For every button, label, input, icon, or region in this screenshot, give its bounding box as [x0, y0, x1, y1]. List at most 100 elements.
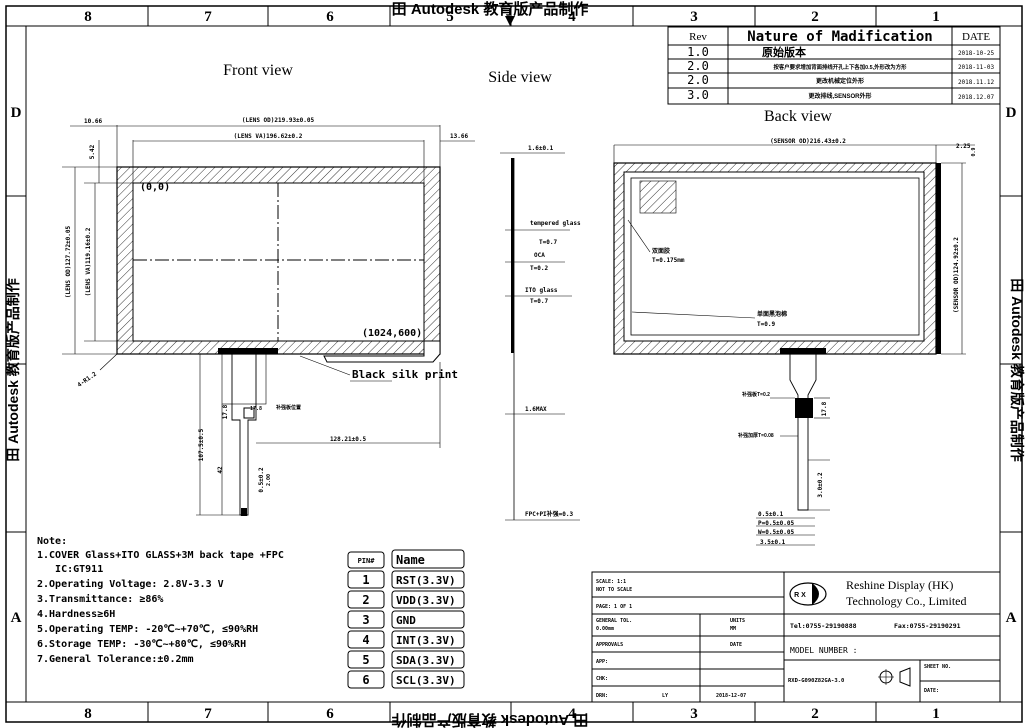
pin-number-cell [347, 590, 385, 609]
tb-units: UNITS [730, 618, 745, 624]
pin-name: RST(3.3V) [396, 574, 456, 587]
col-label: 4 [568, 706, 576, 722]
tb-chk: CHK: [596, 676, 608, 682]
col-label: 4 [568, 9, 576, 25]
side-oca-t: T=0.2 [530, 265, 548, 272]
watermark-top: 田 Autodesk 教育版产品制作 [392, 0, 589, 18]
rev-cell: 更改排线,SENSOR外形 [808, 92, 871, 100]
dim-fpc-position: 128.21±0.5 [330, 436, 367, 443]
pin-name: SCL(3.3V) [396, 674, 456, 687]
row-label: A [1006, 610, 1017, 626]
back-pitch1: P=0.5±0.05 [758, 520, 795, 527]
watermark-bottom: 田 Autodesk 教育版产品制作 [392, 711, 589, 728]
rev-cell: 2018-11-03 [958, 64, 995, 71]
side-view: 1.6±0.1 tempered glass T=0.7 OCA T=0.2 I… [500, 145, 581, 521]
rev-header: Nature of Madification [747, 29, 932, 45]
col-label: 6 [326, 9, 334, 25]
pin-name: VDD(3.3V) [396, 594, 456, 607]
tb-date-label: DATE: [924, 688, 939, 694]
company-logo-text: R X [794, 592, 806, 599]
rev-cell: 2.0 [687, 73, 709, 87]
projection-symbol-icon [878, 667, 911, 687]
tb-tol: GENERAL TOL. [596, 618, 632, 624]
col-label: 3 [690, 9, 698, 25]
pin-number-cell [347, 670, 385, 689]
front-view-title: Front view [223, 62, 293, 79]
side-max: 1.6MAX [525, 406, 547, 413]
tb-drn-value: LY [662, 693, 668, 699]
side-ito-t: T=0.7 [530, 298, 548, 305]
side-ito-label: ITO glass [525, 287, 558, 294]
dim-lens-od-height: (LENS OD)127.72±0.05 [65, 225, 72, 298]
dim-fpc-length: 107.5±0.5 [198, 428, 205, 461]
pin-number: 5 [362, 653, 369, 667]
note-line: 4.Hardness≥6H [37, 609, 115, 620]
end-label: (1024,600) [362, 328, 422, 339]
col-label: 1 [932, 9, 940, 25]
origin-label: (0,0) [140, 182, 170, 193]
back-view: (SENSOR OD)216.43±0.2 2.25 0.9 (SENSOR O… [613, 138, 977, 546]
tb-scale: SCALE: 1:1 [596, 579, 626, 585]
pin-number: 6 [362, 673, 369, 687]
rev-cell: 按客户要求增加背面排线开孔上下各加0.5,外形改为方形 [774, 63, 908, 71]
back-total: 3.5±0.1 [760, 539, 786, 546]
tb-units-value: MM [730, 626, 736, 632]
side-thickness: 1.6±0.1 [528, 145, 554, 152]
col-label: 8 [84, 706, 92, 722]
tb-app: APP: [596, 659, 608, 665]
column-labels-top: 8 7 6 5 4 3 2 1 [84, 9, 940, 25]
back-stiffener-len: 17.8 [821, 401, 828, 416]
dim-fpc-pad: 2.00 [266, 474, 272, 486]
back-fpc-width: 3.0±0.2 [817, 472, 824, 498]
title-block: SCALE: 1:1 NOT TO SCALE PAGE: 1 OF 1 GEN… [591, 571, 1001, 703]
dim-lens-va-height: (LENS VA)119.16±0.2 [85, 227, 92, 296]
rev-cell: 2018.11.12 [958, 79, 995, 86]
row-label: D [11, 105, 22, 121]
back-foam-t: T=0.9 [757, 321, 775, 328]
note-line: 2.Operating Voltage: 2.8V-3.3 V [37, 578, 224, 590]
col-label: 5 [446, 9, 454, 25]
tb-drn-date: 2018-12-07 [716, 693, 746, 699]
company-logo-icon [789, 582, 827, 606]
silk-print-label: Black silk print [352, 368, 458, 381]
pin-number: 2 [362, 593, 369, 607]
dim-top-margin: 5.42 [89, 144, 96, 159]
notes: Note: 1.COVER Glass+ITO GLASS+3M back ta… [37, 536, 284, 665]
pin-name-cell [391, 590, 465, 609]
notes-title: Note: [37, 536, 67, 547]
back-stiffener: 补强板T=0.2 [741, 391, 770, 398]
stiffener-note: 补强板位置 [275, 404, 301, 411]
tb-date: DATE [730, 642, 742, 648]
watermark-right: 田 Autodesk 教育版产品制作 [1009, 278, 1025, 462]
company-name-line1: Reshine Display (HK) [846, 578, 953, 592]
pin-name: INT(3.3V) [396, 634, 456, 647]
pin-number: 1 [362, 573, 369, 587]
revision-table: Rev Nature of Madification DATE 1.0 原始版本… [667, 26, 1001, 105]
rev-cell: 2018.12.07 [958, 94, 995, 101]
side-tempered-label: tempered glass [530, 220, 581, 227]
note-line: 5.Operating TEMP: -20℃~+70℃, ≤90%RH [37, 623, 258, 635]
dim-fpc-b: 42 [217, 466, 224, 474]
col-label: 2 [811, 9, 819, 25]
rev-cell: 2018-10-25 [958, 50, 995, 57]
tb-sheet: SHEET NO. [924, 664, 951, 670]
tb-scale2: NOT TO SCALE [596, 587, 632, 593]
row-label: A [11, 610, 22, 626]
pin-name-cell [391, 670, 465, 689]
rev-cell: 3.0 [687, 88, 709, 102]
dim-fpc-pitch: 0.5±0.2 [258, 467, 265, 493]
rev-header: DATE [962, 31, 990, 43]
col-label: 1 [932, 706, 940, 722]
note-line: IC:GT911 [37, 564, 103, 575]
watermark-left: 田 Autodesk 教育版产品制作 [5, 278, 21, 462]
column-labels-bottom: 8 7 6 4 3 2 1 [84, 706, 940, 722]
front-view: (0,0) (1024,600) 10.66 (LENS OD)219.93±0… [62, 117, 475, 516]
dim-right-margin: 13.66 [450, 133, 468, 140]
tb-page: PAGE: 1 OF 1 [596, 604, 632, 610]
back-right-gap: 2.25 [956, 143, 971, 150]
dim-lens-va-width: (LENS VA)196.62±0.2 [234, 133, 303, 140]
pin-number-cell [347, 570, 385, 589]
tb-fax: Fax:0755-29190291 [894, 622, 961, 630]
